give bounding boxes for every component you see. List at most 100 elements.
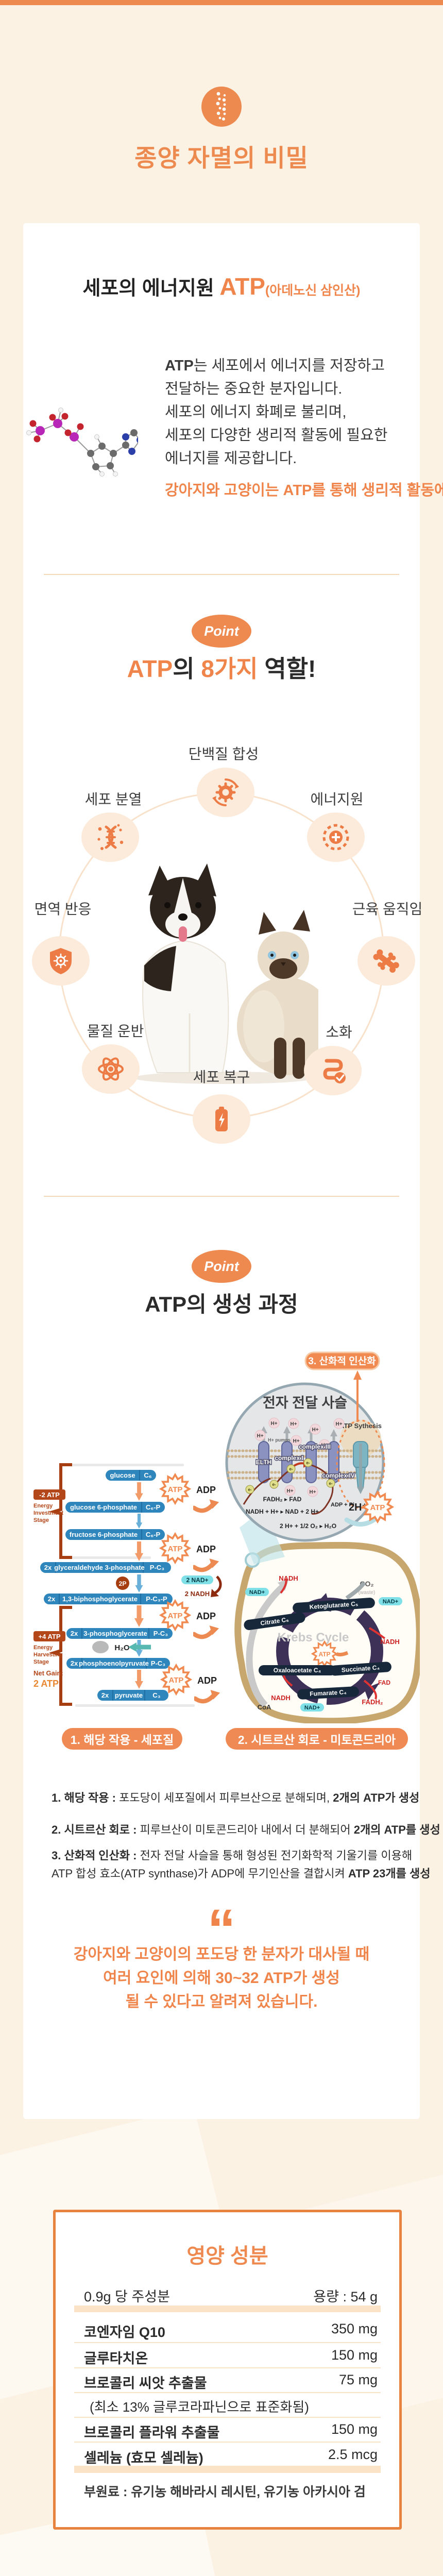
intro-line: 세포의 다양한 생리적 활동에 필요한 (165, 427, 388, 444)
h2o-label: H₂O (114, 1643, 129, 1652)
svg-text:ATP: ATP (168, 1612, 183, 1620)
dna-icon (97, 824, 124, 850)
svg-text:P-C₃: P-C₃ (150, 1564, 164, 1571)
nutrition-separator (74, 2392, 381, 2393)
svg-text:ADP: ADP (197, 1675, 217, 1686)
atp-adp-bursts: ATP ADP ATP ADP ATP ADP ATP ADP (160, 1473, 220, 1701)
krebs-fadh2: FADH₂ (362, 1698, 383, 1706)
immune-shield-icon (50, 948, 72, 974)
atp-generation-diagram: Krebs Cycle ATP NADH CO₂ (waste) NAD+ NA… (33, 1351, 420, 1723)
krebs-nadh-bottom: NADH (271, 1694, 291, 1702)
etc-complex-3: complex III (299, 1443, 331, 1450)
etc-h-plus-bubbles: H+ H+ H+ H+ H+ H+ H+ H+ H+ (254, 1417, 345, 1497)
role-node-energy (307, 812, 365, 862)
nutrition-row-label: 브로콜리 씨앗 추출물 (84, 2376, 207, 2391)
etc-complex-elth: ELTH (256, 1459, 271, 1466)
intro-line: ATP는 세포에서 에너지를 저장하고 (165, 354, 387, 378)
svg-text:ATP: ATP (168, 1485, 183, 1494)
svg-text:C₆: C₆ (144, 1471, 151, 1479)
etc-nadh-line: NADH + H+ ▸ NAD + 2 H+ (246, 1508, 319, 1515)
svg-text:H+: H+ (321, 1443, 328, 1448)
etc-two-h: 2H⁺ (349, 1502, 367, 1513)
point-badge-label: Point (204, 623, 239, 639)
oxidative-phosphorylation-badge: 3. 산화적 인산화 (308, 1355, 376, 1367)
dog-illustration (142, 863, 229, 1073)
intro-atp-bold: ATP (165, 358, 194, 374)
svg-text:3-phosphoglycerate: 3-phosphoglycerate (83, 1630, 147, 1637)
serving-value: 용량 : 54 g (313, 2289, 378, 2304)
svg-text:Investment: Investment (33, 1510, 63, 1516)
role-label-transport: 물질 운반 (87, 1023, 144, 1039)
etc-atp-synthesis-label: ATP Sythesis (339, 1422, 382, 1430)
role-label-repair: 세포 복구 (193, 1069, 250, 1085)
svg-text:C₃: C₃ (152, 1691, 160, 1699)
krebs-coa: CoA (258, 1703, 271, 1711)
nutrition-row-label: 셀레늄 (효모 셀레늄) (84, 2450, 203, 2466)
role-label-digestion: 소화 (326, 1024, 352, 1040)
net-gain-label: Net Gain: (33, 1669, 63, 1677)
krebs-pill-ketoglutarate: Ketoglutarate C₅ (309, 1600, 359, 1611)
roles-title-tail: 역할! (258, 655, 316, 682)
role-node-immune (32, 936, 90, 986)
svg-text:P-C₃: P-C₃ (154, 1630, 168, 1637)
intro-paragraph: ATP는 세포에서 에너지를 저장하고 전달하는 중요한 분자입니다. 세포의 … (165, 354, 387, 470)
top-accent-bar (0, 0, 443, 5)
note-2: 2. 시트르산 회로 : 피루브산이 미토콘드리아 내에서 더 분해되어 2개의… (52, 1823, 440, 1836)
intro-line: 에너지를 제공합니다. (165, 450, 297, 467)
roles-title-mid: 의 (173, 655, 201, 682)
intro-orange-line: 활동에 필요한 에너지를 얻습니다. (406, 482, 443, 499)
role-node-digestion (304, 1046, 362, 1095)
krebs-atp-star-label: ATP (318, 1651, 330, 1658)
nutrition-row-value: 75 mg (338, 2372, 378, 2387)
svg-text:H+: H+ (257, 1433, 263, 1439)
svg-text:glyceraldehyde 3-phosphate: glyceraldehyde 3-phosphate (54, 1564, 145, 1571)
svg-text:Stage: Stage (33, 1517, 49, 1523)
role-label-energy: 에너지원 (310, 791, 364, 807)
svg-text:C₆-P: C₆-P (146, 1531, 161, 1538)
point-badge: Point (192, 615, 251, 648)
svg-text:H+: H+ (335, 1421, 342, 1427)
intro-line-rest: 는 세포에서 에너지를 저장하고 (193, 358, 385, 374)
electron-dots: e- e- e- e- e- (245, 1458, 335, 1494)
point-badge-label: Point (204, 1258, 239, 1274)
svg-text:Energy: Energy (33, 1645, 53, 1651)
roles-title-num: 8가지 (201, 655, 258, 682)
svg-text:2x: 2x (101, 1691, 109, 1699)
svg-text:ATP: ATP (169, 1676, 184, 1685)
role-label-division: 세포 분열 (84, 791, 142, 807)
svg-text:e-: e- (289, 1467, 293, 1471)
section-divider (44, 1196, 399, 1197)
glycolysis-nadh: 2 NADH (185, 1590, 210, 1598)
etc-water-line: 2 H+ + 1/2 O₂ ▸ H₂O (280, 1522, 336, 1530)
step-pill-citric: 2. 시트르산 회로 - 미토콘드리아 (226, 1728, 408, 1750)
svg-text:H+: H+ (293, 1438, 299, 1444)
digestion-icon (323, 1059, 346, 1083)
two-p-circle: 2P (119, 1580, 127, 1587)
svg-text:H+: H+ (286, 1488, 293, 1494)
note-1: 1. 해당 작용 : 포도당이 세포질에서 피루브산으로 분해되며, 2개의 A… (52, 1791, 420, 1804)
krebs-nad-right: NAD+ (383, 1599, 398, 1605)
nutrition-row-label: 코엔자임 Q10 (84, 2325, 165, 2340)
content-card (23, 223, 420, 2119)
intro-line: 전달하는 중요한 분자입니다. (165, 381, 343, 397)
atom-icon (98, 1057, 124, 1081)
step-pill-glycolysis: 1. 해당 작용 - 세포질 (62, 1728, 182, 1750)
svg-text:e-: e- (248, 1487, 251, 1492)
role-node-division (81, 812, 139, 862)
krebs-pill-oxaloacetate: Oxaloacetate C₄ (274, 1667, 321, 1674)
point-badge: Point (192, 1250, 251, 1283)
svg-text:C₆-P: C₆-P (146, 1503, 161, 1511)
svg-text:e-: e- (329, 1481, 332, 1486)
svg-text:glucose: glucose (110, 1471, 135, 1479)
invest-badge: -2 ATP (39, 1491, 60, 1499)
svg-text:H+: H+ (312, 1427, 318, 1433)
role-node-repair (193, 1094, 250, 1144)
nutrition-title: 영양 성분 (186, 2245, 268, 2267)
nutrition-row-label: 브로콜리 플라워 추출물 (84, 2425, 220, 2441)
cat-illustration (237, 910, 318, 1079)
roles-title: ATP의 8가지 역할! (23, 650, 420, 684)
dna-badge-icon (201, 87, 242, 127)
role-label-muscle: 근육 움직임 (352, 901, 423, 917)
etc-title: 전자 전달 사슬 (263, 1395, 347, 1411)
